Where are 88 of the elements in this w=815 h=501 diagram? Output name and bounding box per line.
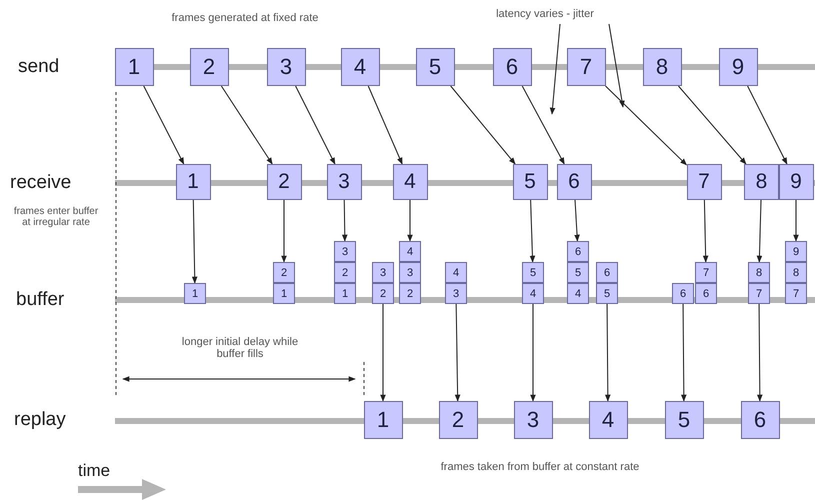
annotation-text: frames taken from buffer at constant rate [440, 461, 640, 473]
row-label: replay [14, 409, 67, 431]
arrow [368, 86, 403, 165]
buffer-frame-box: 1 [184, 283, 206, 304]
buffer-frame-box: 6 [672, 283, 694, 304]
arrow [450, 86, 516, 165]
buffer-frame-box: 1 [273, 283, 295, 304]
frame-box: 7 [686, 164, 722, 200]
leader-line [550, 24, 560, 115]
frame-box: 4 [340, 48, 380, 86]
buffer-frame-box: 4 [445, 262, 467, 283]
buffer-frame-box: 5 [522, 262, 544, 283]
arrow [605, 304, 611, 402]
arrow [605, 86, 687, 166]
leader-line [608, 24, 625, 108]
arrow [342, 200, 348, 242]
arrow [747, 86, 788, 165]
arrow [522, 86, 565, 165]
arrow [702, 200, 708, 263]
frame-box: 1 [364, 401, 402, 439]
arrow [530, 304, 536, 402]
frame-box: 5 [512, 164, 548, 200]
frame-box: 7 [566, 48, 606, 86]
frame-box: 2 [438, 401, 478, 439]
frame-box: 1 [176, 164, 210, 200]
arrow [295, 86, 336, 165]
buffer-frame-box: 5 [596, 283, 618, 304]
axis-label: time [78, 461, 112, 481]
frame-box: 1 [114, 48, 154, 86]
buffer-frame-box: 2 [372, 283, 394, 304]
arrow [574, 200, 580, 242]
arrow [793, 200, 799, 242]
frame-box: 3 [326, 164, 362, 200]
frame-box: 2 [266, 164, 302, 200]
frame-box: 4 [588, 401, 628, 439]
frame-box: 8 [642, 48, 682, 86]
buffer-frame-box: 6 [567, 241, 589, 262]
buffer-frame-box: 6 [695, 283, 717, 304]
frame-box: 2 [190, 48, 228, 86]
arrow [756, 200, 762, 263]
buffer-frame-box: 3 [372, 262, 394, 283]
buffer-frame-box: 1 [334, 283, 356, 304]
buffer-frame-box: 8 [748, 262, 770, 283]
buffer-frame-box: 3 [334, 241, 356, 262]
frame-box: 9 [718, 48, 758, 86]
row-label: buffer [16, 289, 66, 311]
arrow [143, 86, 184, 165]
frame-box: 6 [740, 401, 780, 439]
frame-box: 3 [266, 48, 306, 86]
annotation-text: longer initial delay while buffer fills [180, 336, 300, 360]
arrow [681, 304, 687, 402]
arrow [281, 200, 287, 263]
row-label: send [18, 56, 60, 78]
arrow [757, 304, 763, 402]
annotation-text: frames enter buffer at irregular rate [12, 206, 100, 228]
arrow [530, 200, 536, 263]
buffer-frame-box: 2 [334, 262, 356, 283]
frame-box: 5 [664, 401, 704, 439]
buffer-frame-box: 2 [399, 283, 421, 304]
buffer-frame-box: 5 [567, 262, 589, 283]
arrow [220, 86, 273, 165]
frame-box: 5 [416, 48, 454, 86]
buffer-frame-box: 9 [785, 241, 807, 262]
annotation-text: latency varies - jitter [470, 8, 620, 24]
arrow [678, 86, 746, 165]
buffer-frame-box: 6 [596, 262, 618, 283]
buffer-frame-box: 7 [695, 262, 717, 283]
arrow [407, 200, 413, 242]
frame-box: 6 [492, 48, 532, 86]
buffer-frame-box: 4 [567, 283, 589, 304]
arrow [454, 304, 460, 402]
buffer-frame-box: 4 [522, 283, 544, 304]
annotation-text: frames generated at fixed rate [170, 12, 320, 24]
buffer-frame-box: 2 [273, 262, 295, 283]
arrow [380, 304, 386, 402]
buffer-frame-box: 8 [785, 262, 807, 283]
frame-box: 9 [778, 164, 814, 200]
buffer-frame-box: 4 [399, 241, 421, 262]
frame-box: 8 [744, 164, 779, 200]
frame-box: 6 [556, 164, 592, 200]
buffer-frame-box: 7 [785, 283, 807, 304]
buffer-frame-box: 3 [399, 262, 421, 283]
buffer-frame-box: 3 [445, 283, 467, 304]
frame-box: 4 [392, 164, 428, 200]
frame-box: 3 [514, 401, 552, 439]
arrow [192, 200, 198, 284]
buffer-frame-box: 7 [748, 283, 770, 304]
row-label: receive [10, 172, 72, 194]
